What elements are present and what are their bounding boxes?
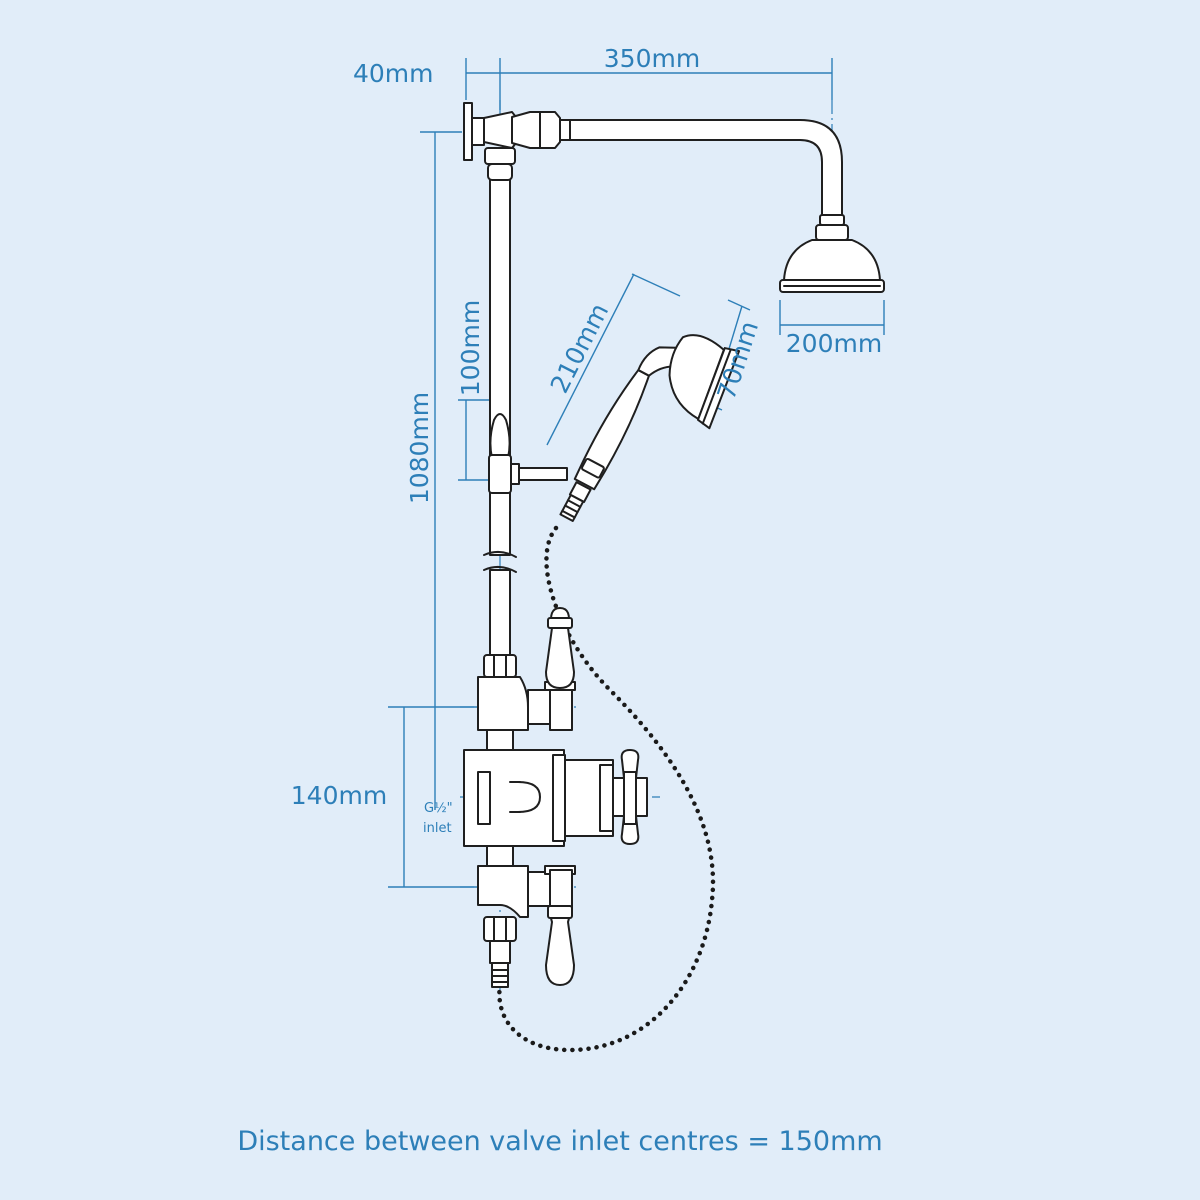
dim-valve-spacing-label: 140mm <box>291 781 387 810</box>
dim-arm-projection-label: 350mm <box>604 44 700 73</box>
fixed-shower-head <box>779 214 885 293</box>
dim-slider-spacing-label: 100mm <box>456 300 485 396</box>
dim-wall-bracket-label: 40mm <box>353 59 434 88</box>
dimension-labels: 40mm 350mm 200mm 210mm 70mm 100mm 1080mm… <box>291 44 882 836</box>
dim-handset-length-label: 210mm <box>545 299 615 398</box>
center-lines <box>460 100 833 990</box>
thermostatic-valve <box>463 607 648 988</box>
footer-note: Distance between valve inlet centres = 1… <box>237 1126 882 1157</box>
shower-handset <box>559 334 741 522</box>
inlet-size-label: G½" <box>424 801 453 816</box>
slider-bracket <box>488 413 568 494</box>
dim-riser-height-label: 1080mm <box>405 392 434 504</box>
shower-arm <box>511 111 843 216</box>
dim-shower-head-label: 200mm <box>786 329 882 358</box>
inlet-text-label: inlet <box>423 821 452 836</box>
